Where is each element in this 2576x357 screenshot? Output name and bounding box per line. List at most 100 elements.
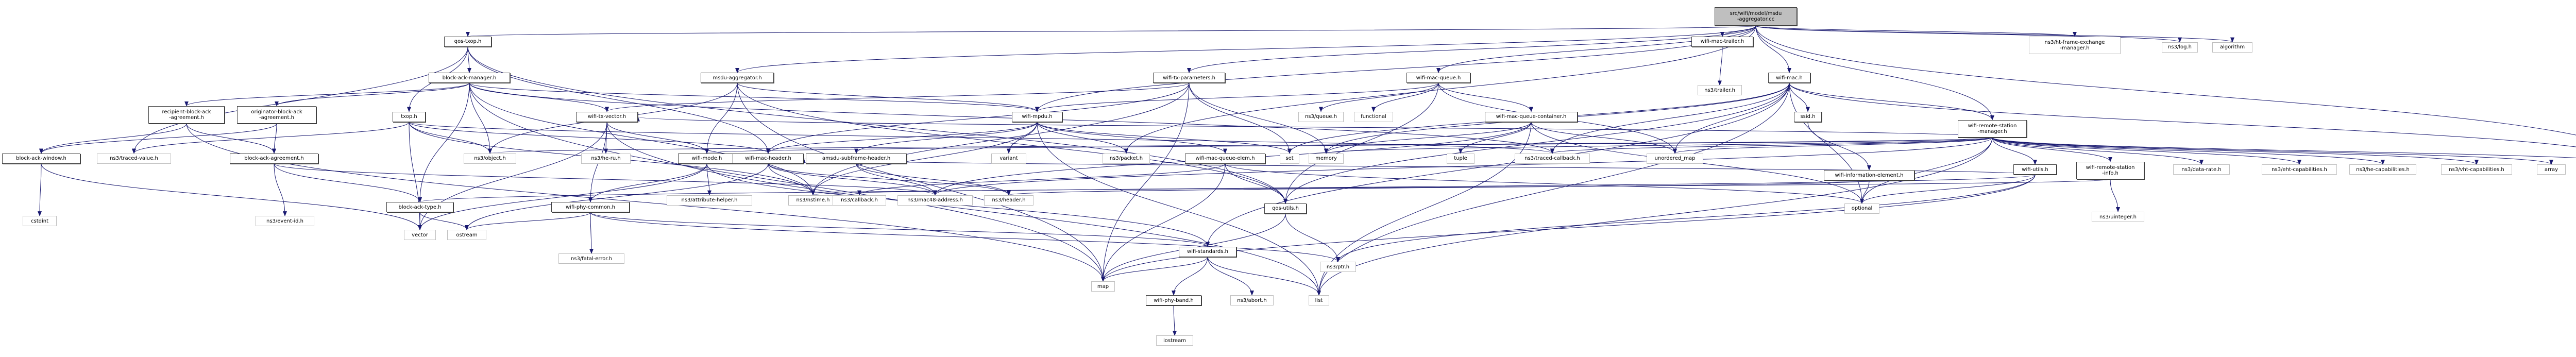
include-edge	[1172, 305, 1177, 336]
external-header-node: ns3/object.h	[464, 153, 516, 164]
include-edge	[1035, 26, 1756, 112]
external-header-node: variant	[991, 153, 1026, 164]
root-file-node: src/wifi/model/msdu -aggregator.cc	[1715, 7, 1797, 26]
include-edge	[811, 122, 1038, 196]
include-edge	[469, 82, 1554, 154]
external-header-node: ns3/traced-value.h	[97, 153, 171, 164]
include-edge	[1550, 82, 1790, 154]
include-edge	[768, 163, 1011, 196]
include-edge	[1283, 82, 1790, 204]
include-edge	[1225, 163, 1287, 204]
local-header-node[interactable]: wifi-tx-vector.h	[576, 111, 638, 122]
local-header-node[interactable]: wifi-mac.h	[1768, 73, 1810, 83]
local-header-node[interactable]: block-ack-agreement.h	[230, 153, 318, 164]
external-header-node: ostream	[447, 230, 486, 241]
include-edge	[1436, 26, 1756, 73]
include-edge	[1992, 137, 2037, 165]
include-edge	[274, 163, 287, 217]
include-edge	[766, 82, 1190, 154]
include-edge	[1319, 82, 1439, 112]
external-header-node: ns3/queue.h	[1298, 111, 1344, 122]
include-edge	[1720, 25, 1756, 37]
include-edge	[467, 46, 1287, 204]
local-header-node[interactable]: wifi-mac-queue-elem.h	[1185, 153, 1265, 164]
local-header-node[interactable]: wifi-mac-queue-container.h	[1485, 111, 1578, 122]
local-header-node[interactable]: wifi-tx-parameters.h	[1153, 73, 1225, 83]
local-header-node[interactable]: block-ack-window.h	[2, 153, 80, 164]
include-edge	[636, 116, 1993, 138]
local-header-node[interactable]: wifi-mpdu.h	[1012, 111, 1062, 122]
include-edge	[1037, 122, 1227, 154]
include-edge	[186, 123, 276, 154]
include-edge	[469, 82, 1039, 112]
local-header-node[interactable]: qos-txop.h	[444, 36, 492, 47]
local-header-node[interactable]: wifi-information-element.h	[1824, 170, 1914, 180]
local-header-node[interactable]: wifi-phy-band.h	[1146, 295, 1201, 305]
local-header-node[interactable]: wifi-remote-station -manager.h	[1958, 120, 2027, 138]
include-edge	[1992, 137, 2385, 165]
local-header-node[interactable]: wifi-mac-header.h	[733, 153, 804, 164]
local-header-node[interactable]: msdu-aggregator.h	[701, 73, 774, 83]
include-edge	[1673, 82, 1790, 154]
include-edge	[469, 82, 815, 196]
include-edge	[1189, 82, 1328, 154]
external-header-node: tuple	[1447, 153, 1475, 164]
include-edge	[737, 82, 1105, 282]
local-header-node[interactable]: wifi-phy-common.h	[551, 202, 630, 213]
include-edge	[39, 123, 277, 154]
include-edge	[1992, 137, 2301, 165]
include-edge	[1317, 82, 1790, 296]
local-header-node[interactable]: wifi-standards.h	[1179, 246, 1236, 257]
include-edge	[590, 212, 1340, 263]
external-header-node: ns3/uinteger.h	[2092, 212, 2144, 222]
include-edge	[469, 82, 492, 154]
external-header-node: array	[2537, 164, 2566, 175]
include-edge	[1225, 163, 1864, 204]
include-edge	[274, 163, 937, 196]
include-edge	[1992, 137, 2576, 158]
external-header-node: ns3/packet.h	[1103, 153, 1150, 164]
include-edge	[409, 122, 1554, 154]
external-header-node: optional	[1844, 203, 1879, 214]
include-edge	[768, 163, 937, 196]
local-header-node[interactable]: wifi-mac-queue.h	[1406, 73, 1470, 83]
external-header-node: ns3/ht-frame-exchange -manager.h	[2029, 36, 2121, 54]
external-header-node: ns3/callback.h	[833, 195, 886, 206]
include-edge	[2110, 179, 2120, 212]
include-edge	[1860, 137, 1993, 204]
local-header-node[interactable]: txop.h	[393, 111, 426, 122]
include-edge	[1789, 82, 1994, 121]
local-header-node[interactable]: block-ack-type.h	[386, 202, 453, 213]
include-edge	[1992, 137, 2204, 165]
local-header-node[interactable]: recipient-block-ack -agreement.h	[148, 106, 225, 124]
include-edge	[467, 46, 770, 154]
external-header-node: map	[1091, 281, 1115, 292]
include-edge	[465, 212, 591, 231]
include-edge	[1037, 122, 1128, 154]
include-edge	[606, 122, 709, 154]
include-edge	[1755, 25, 2077, 37]
local-header-node[interactable]: amsdu-subframe-header.h	[806, 153, 907, 164]
include-edge	[1992, 137, 2553, 165]
local-header-node[interactable]: wifi-mac-trailer.h	[1691, 36, 1753, 47]
external-header-node: memory	[1309, 153, 1344, 164]
include-edge	[737, 82, 1287, 204]
include-edge	[465, 163, 769, 231]
include-edge	[1317, 137, 1993, 296]
local-header-node[interactable]: ssid.h	[1794, 111, 1822, 122]
local-header-node[interactable]: wifi-remote-station -info.h	[2076, 161, 2144, 179]
include-edge	[1789, 82, 2576, 147]
include-edge	[1101, 163, 1226, 282]
include-edge	[1187, 25, 1756, 73]
local-header-node[interactable]: wifi-utils.h	[2013, 164, 2057, 175]
external-header-node: ns3/abort.h	[1230, 295, 1274, 305]
include-edge	[1550, 137, 1993, 154]
local-header-node[interactable]: block-ack-manager.h	[429, 73, 510, 83]
include-edge	[1438, 82, 1533, 112]
local-header-node[interactable]: wifi-mode.h	[678, 153, 736, 164]
local-header-node[interactable]: originator-block-ack -agreement.h	[237, 106, 316, 124]
local-header-node[interactable]: qos-utils.h	[1264, 203, 1307, 214]
external-header-node: ns3/data-rate.h	[2173, 164, 2230, 175]
